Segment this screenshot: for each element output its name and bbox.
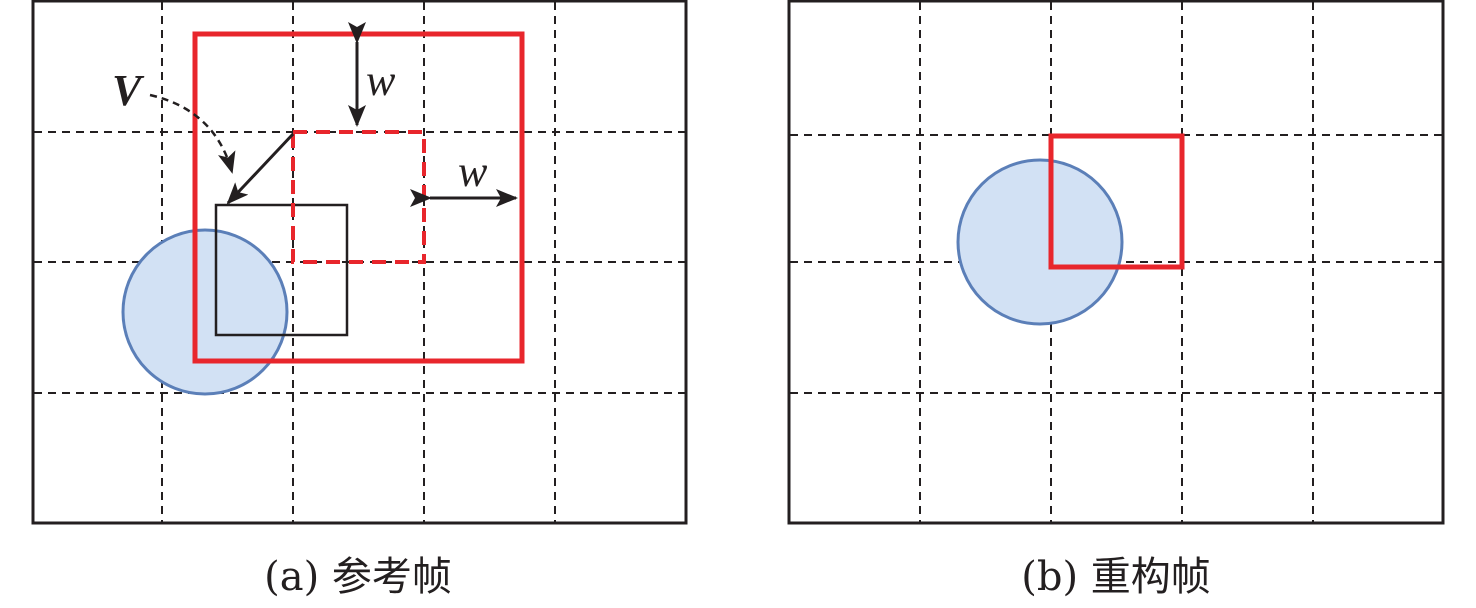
motion-vector-arrow: [226, 132, 295, 205]
caption-reference-frame: (a) 参考帧: [264, 554, 452, 600]
vector-label-curve: [149, 93, 236, 174]
margin-label-right: w: [458, 147, 488, 196]
caption-reconstructed-frame: (b) 重构帧: [1021, 554, 1211, 600]
reconstructed-block: [1048, 133, 1185, 270]
margin-label-top: w: [366, 56, 396, 105]
object-circle: [121, 228, 289, 396]
frame-border: [787, 0, 1445, 525]
reconstructed-frame-panel: (b) 重构帧: [787, 0, 1445, 600]
reference-frame-panel: V w w (a) 参考帧: [31, 0, 688, 600]
matched-block: [214, 203, 349, 337]
frame-border: [31, 0, 688, 525]
current-block-dashed: [291, 130, 426, 264]
object-circle: [956, 158, 1124, 326]
vector-label: V: [112, 66, 145, 115]
